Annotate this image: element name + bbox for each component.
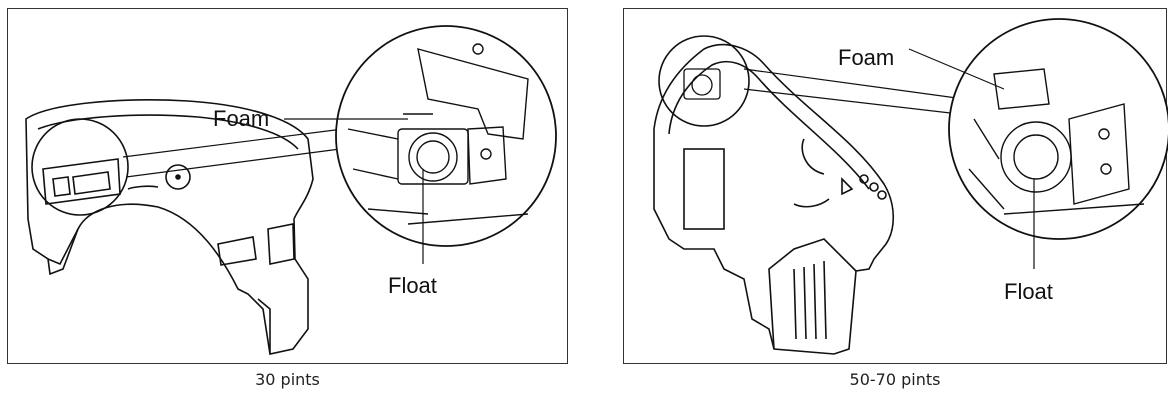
figure-panel-30-pints: Foam Float xyxy=(7,8,568,364)
detail-circle-small xyxy=(32,119,128,215)
foam-label: Foam xyxy=(838,45,894,70)
foam-label: Foam xyxy=(213,106,269,131)
bucket-diagram-50-70-pints: Foam Float xyxy=(624,9,1168,365)
figure-panel-50-70-pints: Foam Float xyxy=(623,8,1167,364)
figure-caption-50-70-pints: 50-70 pints xyxy=(623,370,1167,389)
figure-caption-30-pints: 30 pints xyxy=(7,370,568,389)
bucket-diagram-30-pints: Foam Float xyxy=(8,9,569,365)
float-label: Float xyxy=(388,273,437,298)
magnified-detail-circle xyxy=(949,19,1168,239)
float-label: Float xyxy=(1004,279,1053,304)
